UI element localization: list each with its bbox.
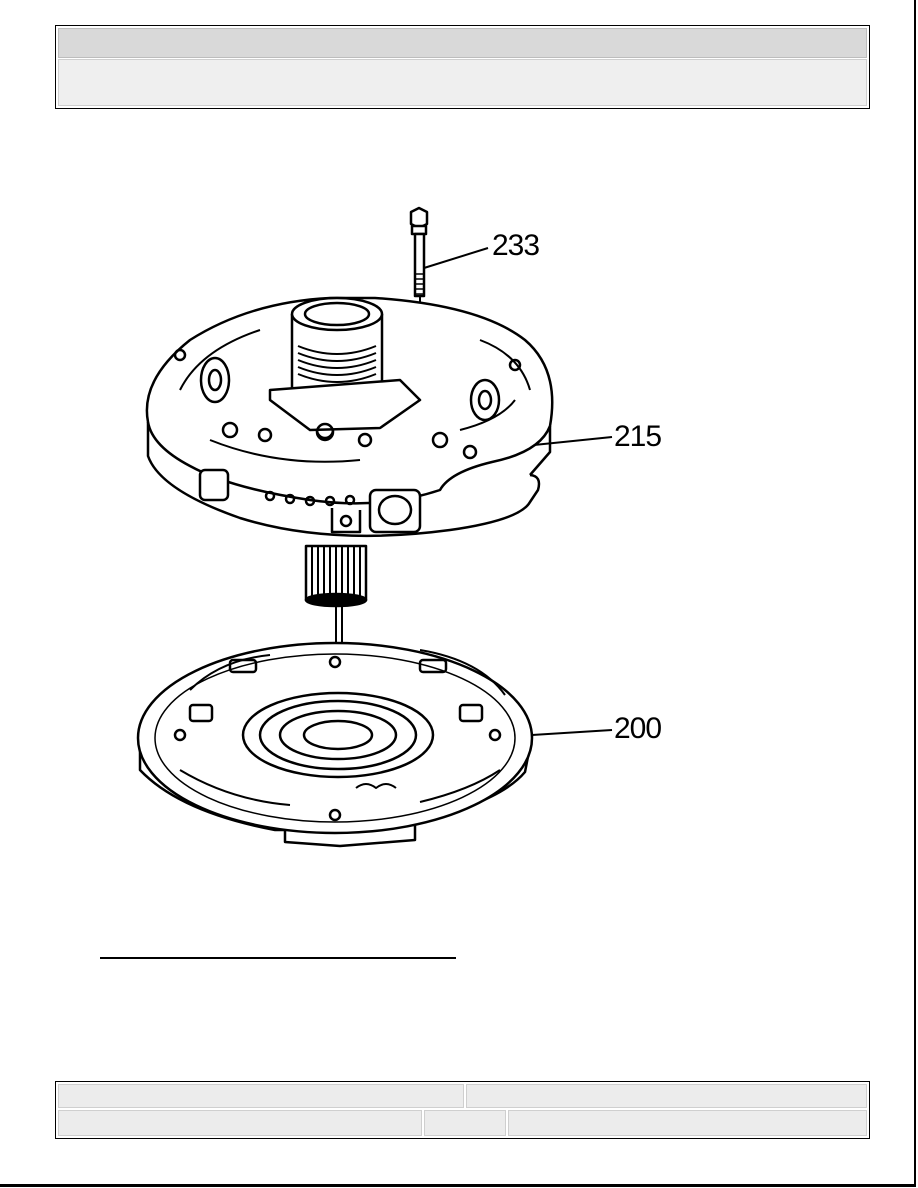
header-box	[55, 25, 870, 109]
body-200-drawing	[136, 641, 534, 848]
footer-left	[58, 1084, 464, 1108]
footer-right	[466, 1084, 867, 1108]
pump-assembly-illustration	[120, 190, 720, 870]
leader-233	[423, 247, 489, 269]
footer-bottom-right	[508, 1110, 867, 1136]
splined-shaft-drawing	[304, 544, 368, 730]
leader-215	[533, 436, 613, 446]
callout-label-200: 200	[614, 712, 662, 745]
cover-215-drawing	[145, 296, 554, 538]
callout-label-215: 215	[614, 420, 662, 453]
header-title-bar	[58, 28, 867, 58]
leader-200	[531, 729, 613, 736]
divider-rule	[100, 957, 456, 959]
footer-bottom-left	[58, 1110, 422, 1136]
footer-box	[55, 1081, 870, 1139]
callout-label-233: 233	[492, 229, 540, 262]
exploded-view-drawing	[136, 206, 613, 848]
header-subtitle-bar	[58, 59, 867, 106]
footer-bottom-middle	[424, 1110, 506, 1136]
